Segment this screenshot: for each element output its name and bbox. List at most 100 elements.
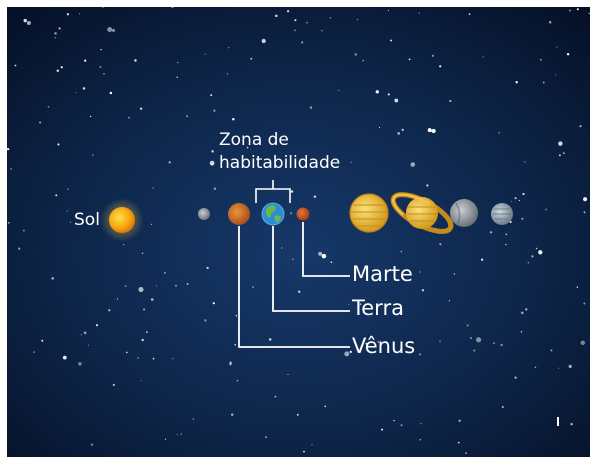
star (140, 380, 142, 382)
star (102, 7, 104, 8)
star (95, 324, 99, 327)
star (286, 10, 290, 13)
star (524, 161, 526, 163)
star (66, 13, 70, 16)
mercury (198, 208, 210, 220)
venus-label: Vênus (352, 334, 416, 358)
star (498, 131, 500, 134)
star (576, 286, 579, 288)
star (164, 272, 166, 274)
star (274, 395, 277, 398)
stars (7, 7, 590, 454)
earth-label: Terra (352, 296, 404, 320)
star (557, 367, 560, 369)
earth-leader-line (272, 226, 350, 312)
star (290, 190, 294, 193)
star (146, 331, 148, 333)
star (55, 194, 58, 197)
star (535, 247, 538, 250)
star (531, 255, 534, 258)
star (321, 253, 327, 259)
star (227, 47, 230, 49)
star (515, 81, 518, 84)
star (246, 146, 249, 149)
saturn (390, 192, 454, 234)
star (583, 197, 588, 202)
star (303, 450, 305, 453)
star (108, 309, 111, 312)
star (134, 59, 137, 62)
star (465, 452, 467, 454)
star (500, 343, 503, 347)
star (350, 161, 352, 163)
star (177, 61, 179, 64)
star (329, 17, 332, 19)
star (89, 115, 92, 118)
star (390, 39, 393, 42)
star (80, 334, 82, 336)
star (236, 379, 239, 382)
star (137, 357, 139, 359)
star (558, 154, 561, 157)
star (583, 302, 586, 305)
star (377, 340, 380, 343)
star (124, 285, 127, 287)
star (408, 58, 411, 61)
star (111, 28, 116, 32)
star (150, 298, 154, 301)
star (112, 383, 115, 386)
star (509, 221, 512, 223)
star (566, 52, 570, 56)
star (514, 196, 517, 200)
star (123, 243, 125, 246)
star (511, 201, 513, 203)
star (10, 168, 12, 170)
star (7, 147, 10, 151)
star (505, 233, 508, 236)
star (338, 89, 340, 92)
star (175, 284, 177, 287)
star (431, 54, 435, 57)
star (439, 65, 442, 68)
star (421, 289, 425, 292)
venus-leader-line (238, 226, 350, 348)
star (229, 363, 232, 366)
star (226, 73, 229, 75)
star (558, 141, 563, 146)
star (419, 438, 422, 441)
star (287, 373, 289, 375)
star (354, 53, 357, 56)
star (538, 250, 543, 255)
star (186, 115, 189, 118)
sun (100, 198, 144, 242)
star (141, 338, 144, 342)
star (311, 444, 313, 446)
star (419, 271, 421, 273)
star (458, 419, 461, 422)
star (420, 423, 422, 425)
star (67, 188, 69, 191)
star (18, 247, 21, 250)
star (210, 94, 213, 97)
star (301, 41, 304, 44)
star (78, 362, 82, 366)
star (505, 243, 507, 246)
star (466, 324, 469, 327)
star (349, 350, 352, 354)
star (365, 342, 368, 345)
star (548, 20, 552, 24)
star (275, 14, 278, 18)
star (250, 57, 253, 60)
star (520, 331, 523, 333)
corner-mark (557, 417, 559, 426)
star (128, 117, 130, 119)
star (99, 66, 102, 69)
star (213, 187, 217, 190)
star (139, 107, 143, 110)
sun-label: Sol (74, 210, 100, 230)
star (23, 18, 27, 23)
star (100, 48, 102, 51)
star (204, 53, 206, 55)
star (556, 46, 558, 48)
star (579, 124, 582, 128)
